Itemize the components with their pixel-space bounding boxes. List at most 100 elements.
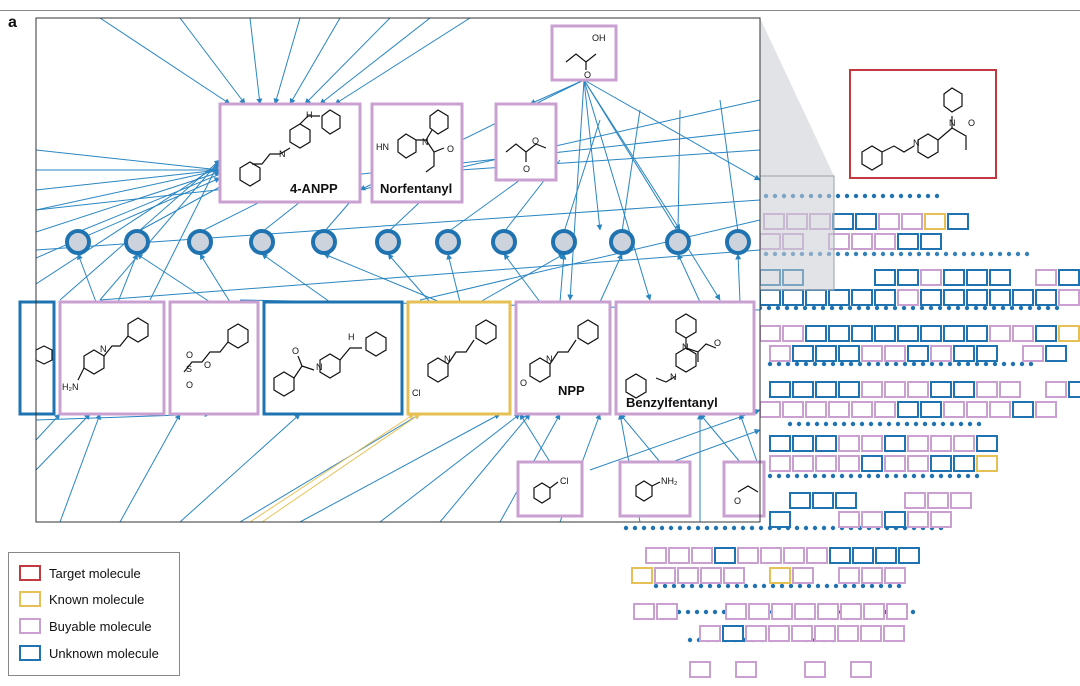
overview-dot bbox=[815, 583, 821, 589]
reaction-edge bbox=[289, 18, 341, 105]
overview-dot bbox=[1006, 251, 1012, 257]
reaction-edge bbox=[36, 413, 91, 471]
overview-box bbox=[782, 401, 804, 418]
legend-swatch-known bbox=[19, 591, 41, 607]
overview-dot bbox=[698, 583, 704, 589]
overview-box bbox=[907, 511, 929, 528]
reaction-edge bbox=[119, 413, 181, 522]
reaction-edge bbox=[36, 199, 760, 251]
overview-box bbox=[884, 567, 906, 584]
overview-dot bbox=[922, 421, 928, 427]
overview-box bbox=[989, 325, 1011, 342]
overview-box bbox=[1035, 401, 1057, 418]
overview-dot bbox=[803, 525, 809, 531]
overview-dot bbox=[650, 525, 656, 531]
overview-box bbox=[792, 455, 814, 472]
overview-box bbox=[884, 381, 906, 398]
overview-dot bbox=[920, 361, 926, 367]
overview-box bbox=[782, 325, 804, 342]
overview-dot bbox=[776, 361, 782, 367]
overview-dot bbox=[1027, 305, 1033, 311]
overview-box bbox=[737, 547, 759, 564]
overview-dot bbox=[821, 525, 827, 531]
overview-box bbox=[976, 455, 998, 472]
legend-label: Target molecule bbox=[49, 565, 141, 581]
overview-dot bbox=[965, 473, 971, 479]
overview-dot bbox=[703, 609, 709, 615]
label-4-anpp: 4-ANPP bbox=[290, 181, 338, 196]
overview-dot bbox=[623, 525, 629, 531]
overview-dot bbox=[1015, 251, 1021, 257]
legend-label: Unknown molecule bbox=[49, 645, 159, 661]
overview-box bbox=[884, 345, 906, 362]
overview-box bbox=[874, 289, 896, 306]
overview-box bbox=[838, 435, 860, 452]
reaction-edge bbox=[323, 201, 351, 233]
overview-dot bbox=[877, 421, 883, 427]
overview-box bbox=[838, 345, 860, 362]
overview-box bbox=[943, 289, 965, 306]
overview-dot bbox=[875, 473, 881, 479]
overview-box bbox=[804, 661, 826, 678]
atom-o: O bbox=[734, 496, 741, 506]
overview-dot bbox=[803, 361, 809, 367]
molecule-npp: N O NPP bbox=[514, 300, 612, 416]
atom-nh: H bbox=[348, 332, 355, 342]
atom-cl: Cl bbox=[560, 476, 569, 486]
molecule-propanoic-acid: OH O bbox=[550, 24, 618, 82]
reaction-edge bbox=[583, 79, 760, 181]
overview-box bbox=[805, 325, 827, 342]
molecule-partial-unknown bbox=[18, 300, 56, 416]
overview-dot bbox=[844, 251, 850, 257]
molecule-benzylfentanyl: N N O Benzylfentanyl bbox=[614, 300, 756, 416]
overview-dot bbox=[925, 251, 931, 257]
overview-dot bbox=[920, 473, 926, 479]
overview-box bbox=[806, 547, 828, 564]
overview-dot bbox=[743, 583, 749, 589]
overview-dot bbox=[928, 305, 934, 311]
atom-h2n: H₂N bbox=[62, 382, 79, 392]
overview-dot bbox=[749, 525, 755, 531]
atom-hn: HN bbox=[376, 142, 389, 152]
overview-box bbox=[1012, 289, 1034, 306]
overview-dot bbox=[880, 251, 886, 257]
reaction-edge bbox=[699, 413, 741, 463]
atom-n: N bbox=[949, 118, 956, 128]
overview-dot bbox=[893, 473, 899, 479]
overview-dot bbox=[841, 421, 847, 427]
overview-dot bbox=[835, 251, 841, 257]
overview-box bbox=[828, 289, 850, 306]
reaction-edge bbox=[323, 253, 441, 303]
overview-dot bbox=[938, 473, 944, 479]
reaction-edge bbox=[621, 109, 641, 233]
overview-dot bbox=[806, 583, 812, 589]
overview-box bbox=[838, 511, 860, 528]
overview-dot bbox=[898, 193, 904, 199]
overview-network bbox=[623, 193, 1080, 678]
overview-dot bbox=[893, 361, 899, 367]
overview-dot bbox=[943, 251, 949, 257]
overview-box bbox=[699, 625, 721, 642]
overview-dot bbox=[961, 251, 967, 257]
overview-box bbox=[920, 233, 942, 250]
reaction-node bbox=[375, 229, 401, 255]
overview-dot bbox=[862, 193, 868, 199]
overview-dot bbox=[911, 361, 917, 367]
overview-box bbox=[768, 625, 790, 642]
overview-box bbox=[700, 567, 722, 584]
overview-box bbox=[966, 289, 988, 306]
reaction-edge bbox=[99, 18, 231, 105]
overview-box bbox=[898, 547, 920, 564]
legend-swatch-target bbox=[19, 565, 41, 581]
overview-dot bbox=[653, 583, 659, 589]
overview-box bbox=[874, 401, 896, 418]
overview-dot bbox=[811, 305, 817, 311]
reaction-edge bbox=[36, 170, 221, 233]
overview-dot bbox=[784, 305, 790, 311]
overview-dot bbox=[1024, 251, 1030, 257]
overview-dot bbox=[716, 583, 722, 589]
overview-box bbox=[920, 325, 942, 342]
overview-box bbox=[950, 492, 972, 509]
overview-dot bbox=[734, 583, 740, 589]
overview-box bbox=[1045, 381, 1067, 398]
